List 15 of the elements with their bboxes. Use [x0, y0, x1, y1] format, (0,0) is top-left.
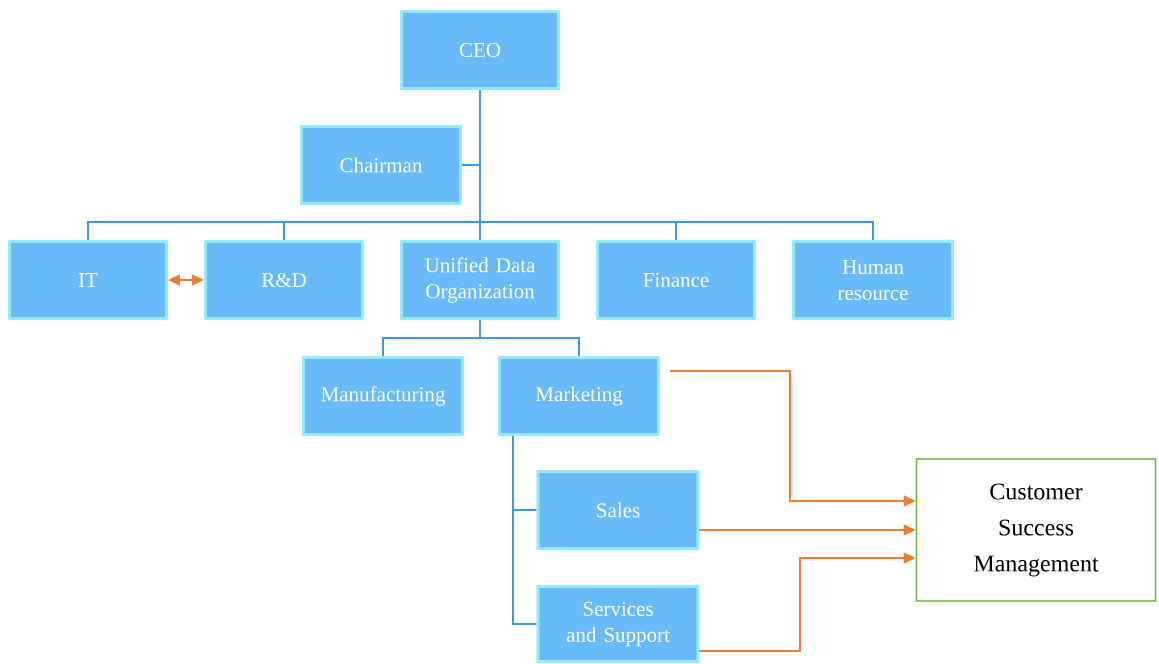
org-box: Finance [596, 240, 756, 320]
org-box: Chairman [300, 125, 462, 205]
connector [512, 435, 538, 625]
org-box: R&D [204, 240, 364, 320]
org-box: IT [8, 240, 168, 320]
org-box: Human resource [792, 240, 954, 320]
connector [479, 319, 580, 357]
org-box: Sales [536, 470, 700, 550]
org-box: Manufacturing [302, 356, 464, 436]
org-box: Services and Support [536, 585, 700, 663]
target-box: Customer Success Management [915, 458, 1157, 602]
org-box: CEO [400, 10, 560, 90]
org-box: Unified Data Organization [400, 240, 560, 320]
org-box: Marketing [498, 356, 660, 436]
connector [479, 89, 874, 241]
